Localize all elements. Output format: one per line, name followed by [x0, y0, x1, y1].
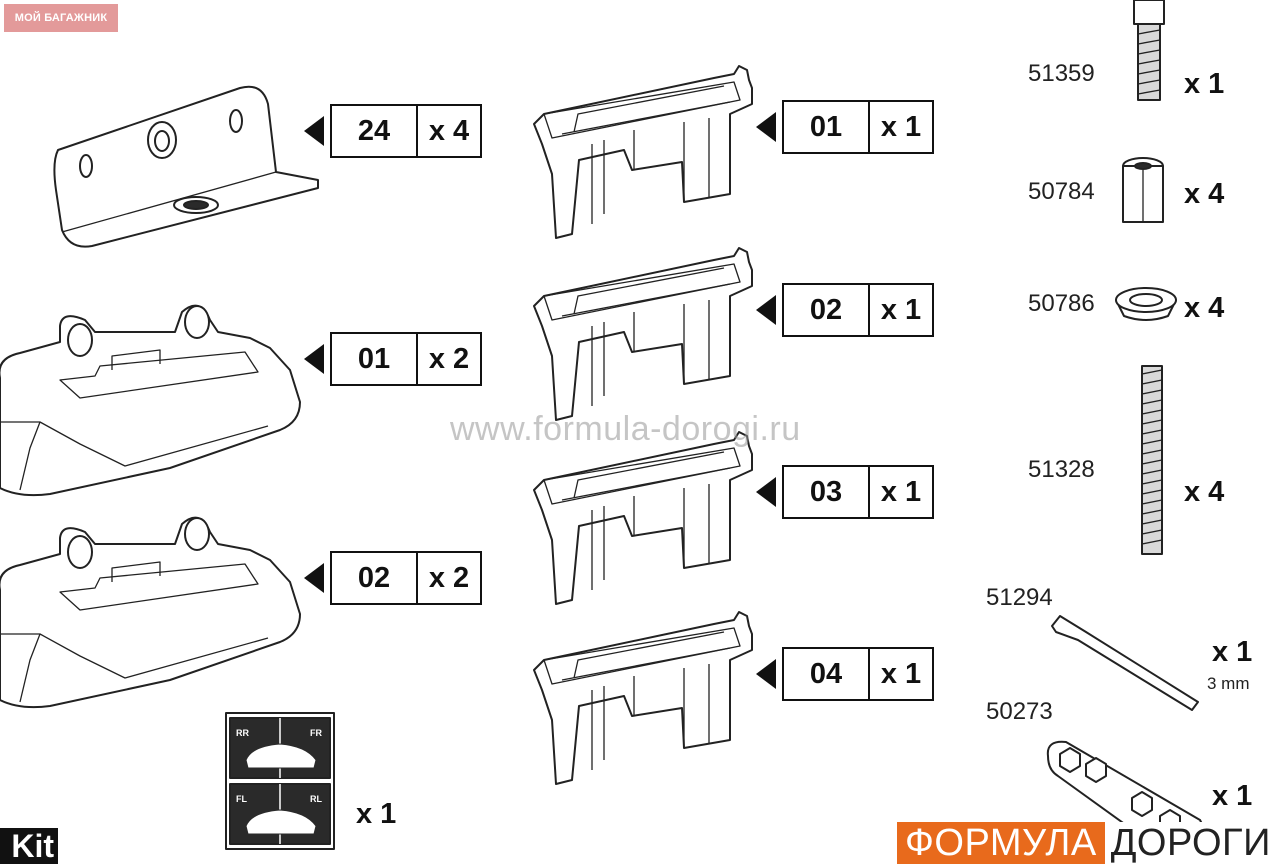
tag-code: 04: [784, 649, 870, 699]
part-number: 50273: [986, 698, 1053, 725]
hex-key-51294-drawing: [1051, 615, 1199, 711]
sticker-label-fr: FR: [310, 728, 322, 738]
part-number: 51359: [1028, 60, 1095, 87]
tag-qty: x 2: [428, 342, 470, 375]
tag-code: 02: [784, 285, 870, 335]
threaded-rod-51328-drawing: [1141, 365, 1163, 555]
tag-code: 24: [332, 106, 418, 156]
pad-01-drawing: [0, 304, 302, 497]
pointer-icon: [756, 112, 776, 142]
tag-foot-02: 02 x 1: [756, 283, 934, 337]
watermark: www.formula-dorogi.ru: [450, 410, 801, 448]
brand-badge: МОЙ БАГАЖНИК: [4, 4, 118, 32]
part-qty: x 4: [1184, 292, 1225, 324]
pointer-icon: [756, 295, 776, 325]
tag-qty: x 1: [880, 110, 922, 143]
part-qty: x 1: [1212, 780, 1253, 812]
part-qty: x 4: [1184, 476, 1225, 508]
tag-qty: x 1: [880, 657, 922, 690]
part-qty: x 1: [1184, 68, 1225, 100]
tag-code: 03: [784, 467, 870, 517]
tag-foot-03: 03 x 1: [756, 465, 934, 519]
tag-qty: x 2: [428, 561, 470, 594]
kit-label: Kit: [0, 828, 58, 864]
bolt-51359-drawing: [1133, 0, 1165, 101]
pointer-icon: [756, 659, 776, 689]
pad-02-drawing: [0, 516, 302, 709]
tag-qty: x 4: [428, 114, 470, 147]
tag-code: 01: [332, 334, 418, 384]
logo-part-1: ФОРМУЛА: [897, 822, 1105, 864]
tag-foot-04: 04 x 1: [756, 647, 934, 701]
tag-foot-01: 01 x 1: [756, 100, 934, 154]
part-qty: x 4: [1184, 178, 1225, 210]
pointer-icon: [756, 477, 776, 507]
part-qty: x 1: [1212, 636, 1253, 668]
nut-50784-drawing: [1122, 157, 1164, 223]
foot-02-drawing: [533, 247, 753, 421]
sticker-label-fl: FL: [236, 794, 247, 804]
bracket-drawing: [53, 85, 319, 248]
sticker-label-rr: RR: [236, 728, 249, 738]
tag-qty: x 1: [880, 293, 922, 326]
tag-bracket-24: 24 x 4: [304, 104, 482, 158]
foot-01-drawing: [533, 65, 753, 239]
pointer-icon: [304, 116, 324, 146]
sticker-qty: x 1: [356, 798, 397, 830]
foot-04-drawing: [533, 611, 753, 785]
part-size-note: 3 mm: [1207, 674, 1250, 693]
part-number: 51294: [986, 584, 1053, 611]
part-number: 50784: [1028, 178, 1095, 205]
washer-50786-drawing: [1115, 287, 1177, 321]
sticker-label-rl: RL: [310, 794, 322, 804]
tag-qty: x 1: [880, 475, 922, 508]
brand-logo: ФОРМУЛА ДОРОГИ: [897, 822, 1277, 864]
logo-part-2: ДОРОГИ: [1104, 822, 1277, 864]
sticker-sheet-drawing: RR FR FL RL: [225, 712, 335, 850]
tag-code: 01: [784, 102, 870, 152]
tag-code: 02: [332, 553, 418, 603]
pointer-icon: [304, 344, 324, 374]
part-number: 51328: [1028, 456, 1095, 483]
part-number: 50786: [1028, 290, 1095, 317]
pointer-icon: [304, 563, 324, 593]
tag-pad-01: 01 x 2: [304, 332, 482, 386]
tag-pad-02: 02 x 2: [304, 551, 482, 605]
foot-03-drawing: [533, 431, 753, 605]
